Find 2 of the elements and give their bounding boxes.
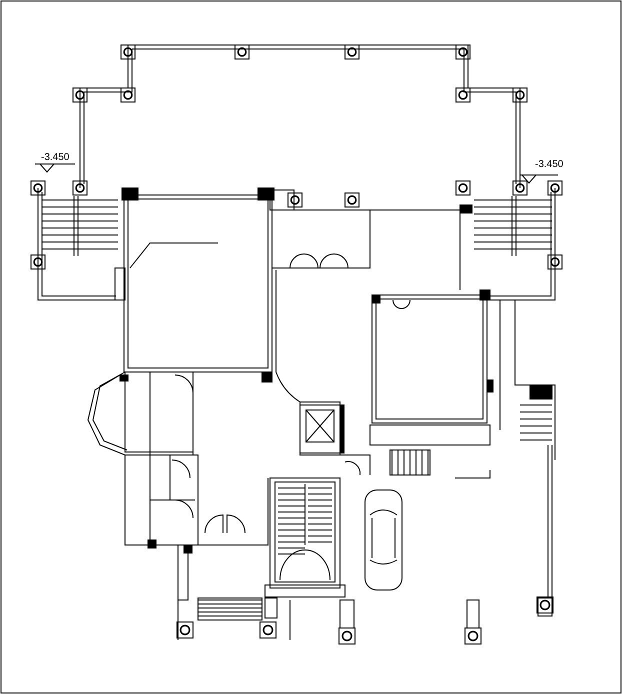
elevation-label: -3.450	[535, 159, 564, 170]
elevation-label: -3.450	[41, 152, 70, 163]
